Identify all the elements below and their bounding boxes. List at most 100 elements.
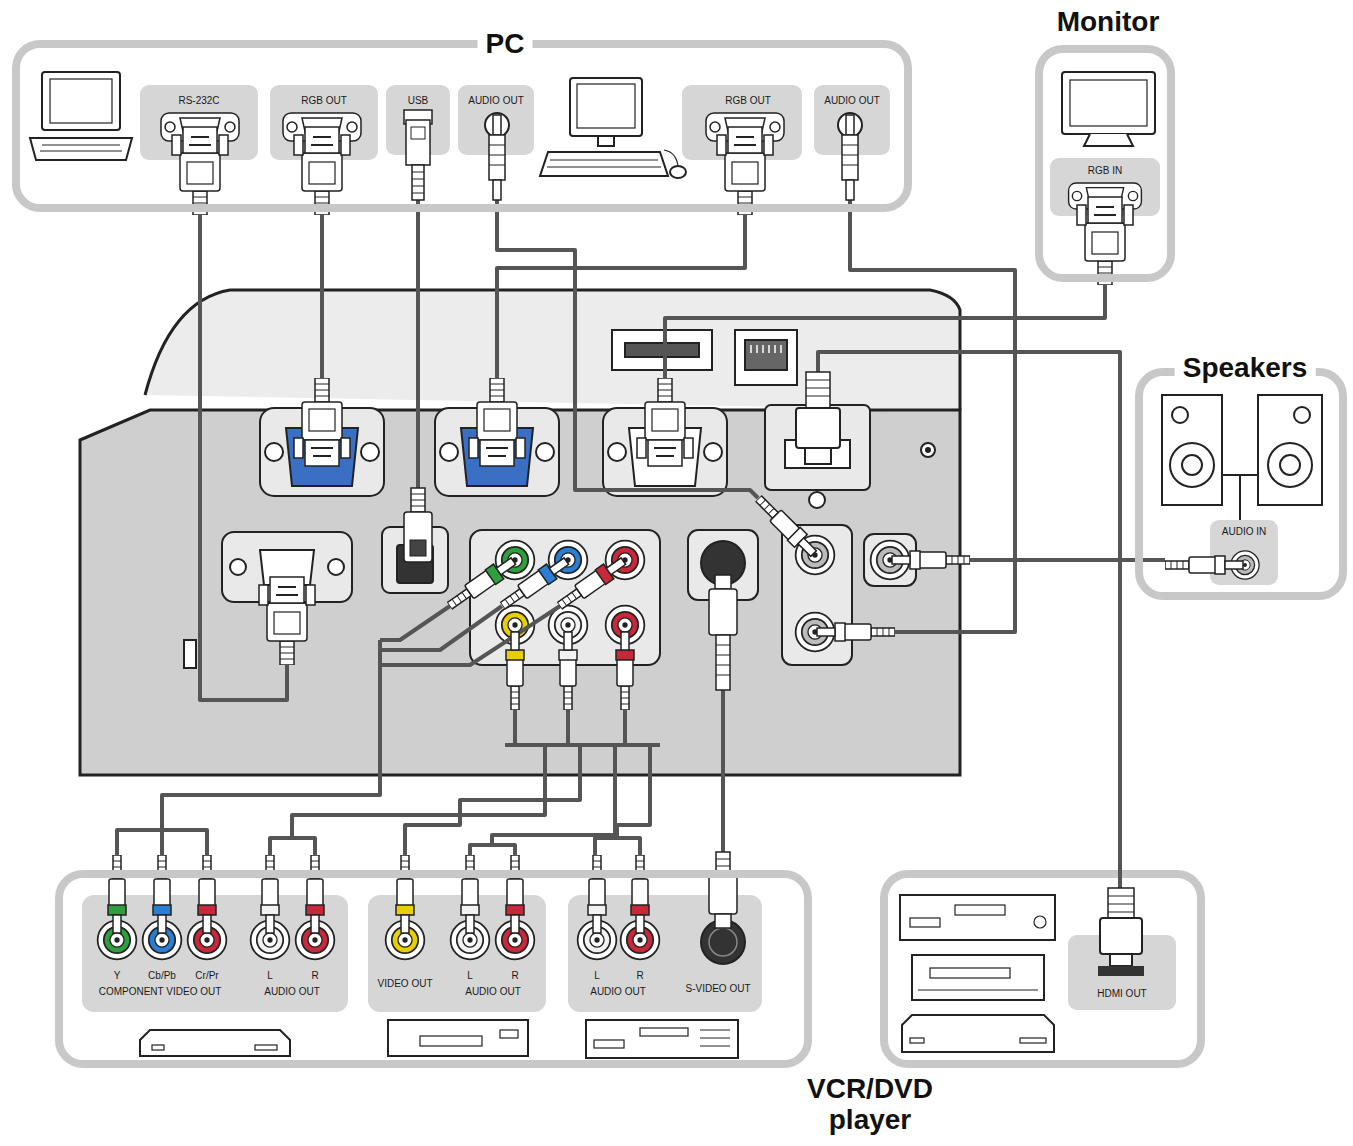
laptop-icon [42,72,120,130]
cable-plug [892,551,970,569]
port-label: AUDIO OUT [264,986,320,997]
cable-plug [1165,556,1243,574]
device-plug [709,874,737,914]
cable-plug [172,115,1243,976]
desktop-icon [664,150,678,166]
cable-plug [842,145,858,165]
device-icon [912,955,1044,1000]
device-icon [900,895,1055,940]
cable-plug [469,378,525,466]
cable-plug [806,380,830,396]
port-label-box: AUDIO IN [1210,520,1278,585]
projector-port [625,343,699,357]
projector-port [745,340,787,370]
cable-plug [411,488,425,512]
cable-plug [805,448,831,464]
cable-plug [412,172,424,193]
hdmi-panel-outline [884,874,1201,1064]
device-plug [396,855,414,933]
desktop-icon [547,160,661,167]
projector-port [735,330,797,385]
port-label: AUDIO OUT [468,95,524,106]
device-icon [586,1020,738,1058]
cable-plug [796,408,840,448]
cable [721,690,725,852]
speaker-icon [1280,455,1300,475]
cable-plug [412,165,424,200]
port-label: L [594,970,600,981]
projector-port [921,443,935,457]
projector-port [536,443,554,461]
cable-plug [717,127,773,215]
port-label: RGB IN [1088,165,1122,176]
desktop-icon [670,166,686,178]
cable-plug [716,635,730,690]
device-icon [910,918,940,927]
port-label: COMPONENT VIDEO OUT [99,986,222,997]
speaker-icon [1162,395,1322,520]
projector-body [80,290,960,775]
port-label-box: YCb/PbCr/PrCOMPONENT VIDEO OUTLRAUDIO OU… [82,895,348,1012]
cable-plug [892,551,970,569]
cable-plug [716,645,730,675]
laptop-icon [30,138,132,160]
port-label: HDMI OUT [1097,988,1146,999]
cable-plug [1110,954,1132,966]
port-label: AUDIO OUT [590,986,646,997]
projector-port [184,330,935,668]
speaker-icon [1170,443,1214,487]
port-label: S-VIDEO OUT [685,983,750,994]
port-label-box: HDMI OUT [1068,935,1176,1010]
laptop-icon [30,72,132,160]
pc-port [485,113,509,137]
cable-plug [554,554,628,613]
port-label: L [267,970,273,981]
cable-plug [294,127,350,215]
cable-plug [616,632,634,710]
port-label: RGB OUT [301,95,347,106]
device-plug [715,914,731,928]
device-icon [152,1045,164,1050]
port-label: Y [114,970,121,981]
cable [818,352,1120,890]
port-label: AUDIO OUT [465,986,521,997]
cable [595,745,650,855]
port-label: R [311,970,318,981]
device-icon [902,1015,1054,1052]
group-title: Monitor [1057,7,1160,38]
device-icon [918,990,1038,991]
projector-port [328,559,344,575]
port-label-box: USB [386,85,450,155]
device-jack [709,928,737,956]
monitor-icon [1070,80,1147,126]
projector-port [751,345,781,353]
desktop-icon [598,136,614,146]
cable-plug [410,540,426,556]
cable-plug [559,632,577,710]
monitor-icon [1062,72,1155,146]
speaker-icon [1222,475,1258,520]
device-icon [1020,1038,1046,1043]
cable [320,215,324,378]
group-title: Speakers [1175,353,1316,384]
laptop-icon [40,145,122,151]
device-plug [153,855,171,933]
device-icon [700,1030,730,1046]
cable-plug [806,372,830,408]
cable-plug [489,135,505,180]
desktop-icon [577,84,635,128]
cable-plug [715,575,731,589]
device-icon [594,1040,624,1048]
device-icon [955,905,1005,915]
cable-plug [406,120,430,165]
device-icon [420,1036,482,1046]
projector-port [230,559,246,575]
speaker-icon [1258,395,1322,505]
cable-plug [404,512,432,562]
speaker-icon [1162,395,1222,505]
cable-plug [294,378,350,466]
port-label: AUDIO OUT [824,95,880,106]
desktop-icon [570,78,642,136]
cable-plug [1098,966,1144,976]
port-box-fill [1210,520,1278,585]
